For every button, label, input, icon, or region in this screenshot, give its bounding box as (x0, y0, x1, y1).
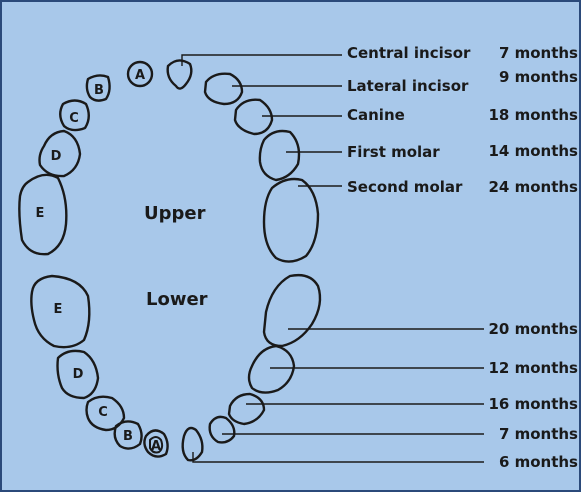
upper-first-molar-age: 14 months (489, 142, 579, 160)
upper-second-molar-age: 24 months (489, 178, 579, 196)
upper-arch-label: Upper (144, 203, 206, 224)
lower-right-teeth (183, 275, 484, 462)
lower-right-lateral-incisor (210, 417, 235, 443)
upper-labels: Central incisor 7 months Lateral incisor… (347, 44, 578, 196)
upper-left-tooth-c-letter: C (69, 111, 79, 126)
lower-right-canine (229, 394, 264, 424)
upper-canine-label: Canine (347, 106, 405, 124)
lower-right-first-molar (249, 346, 294, 393)
upper-canine-age: 18 months (489, 106, 579, 124)
lower-right-second-molar (264, 275, 320, 346)
upper-right-teeth (168, 55, 342, 262)
upper-right-second-molar (264, 179, 318, 262)
upper-right-central-incisor (168, 60, 192, 88)
lower-first-molar-age: 12 months (489, 359, 579, 377)
upper-central-incisor-age: 7 months (499, 44, 578, 62)
upper-right-lateral-incisor (205, 74, 242, 104)
lower-labels: 20 months 12 months 16 months 7 months 6… (489, 320, 579, 471)
upper-second-molar-label: Second molar (347, 178, 463, 196)
upper-central-incisor-label: Central incisor (347, 44, 471, 62)
lower-canine-age: 16 months (489, 395, 579, 413)
upper-right-first-molar (260, 131, 299, 180)
lower-left-tooth-a-letter: A (151, 439, 161, 454)
upper-left-tooth-e-letter: E (36, 206, 45, 221)
upper-left-tooth-b-letter: B (94, 83, 104, 98)
leader-lower-central-incisor (193, 452, 484, 462)
upper-right-canine (235, 100, 272, 134)
lower-lateral-incisor-age: 7 months (499, 425, 578, 443)
lower-arch-label: Lower (146, 289, 208, 310)
upper-left-teeth: A B C D E (19, 62, 152, 254)
lower-central-incisor-age: 6 months (499, 453, 578, 471)
upper-left-tooth-d-letter: D (51, 149, 62, 164)
upper-lateral-incisor-label: Lateral incisor (347, 77, 469, 95)
leader-upper-central-incisor (182, 55, 342, 66)
upper-first-molar-label: First molar (347, 143, 440, 161)
lower-second-molar-age: 20 months (489, 320, 579, 338)
upper-lateral-incisor-age: 9 months (499, 68, 578, 86)
lower-left-tooth-c-letter: C (98, 405, 108, 420)
lower-left-tooth-d-letter: D (73, 367, 84, 382)
lower-left-tooth-b-letter: B (123, 429, 133, 444)
lower-left-tooth-e-letter: E (54, 302, 63, 317)
upper-left-tooth-a-letter: A (135, 68, 145, 83)
